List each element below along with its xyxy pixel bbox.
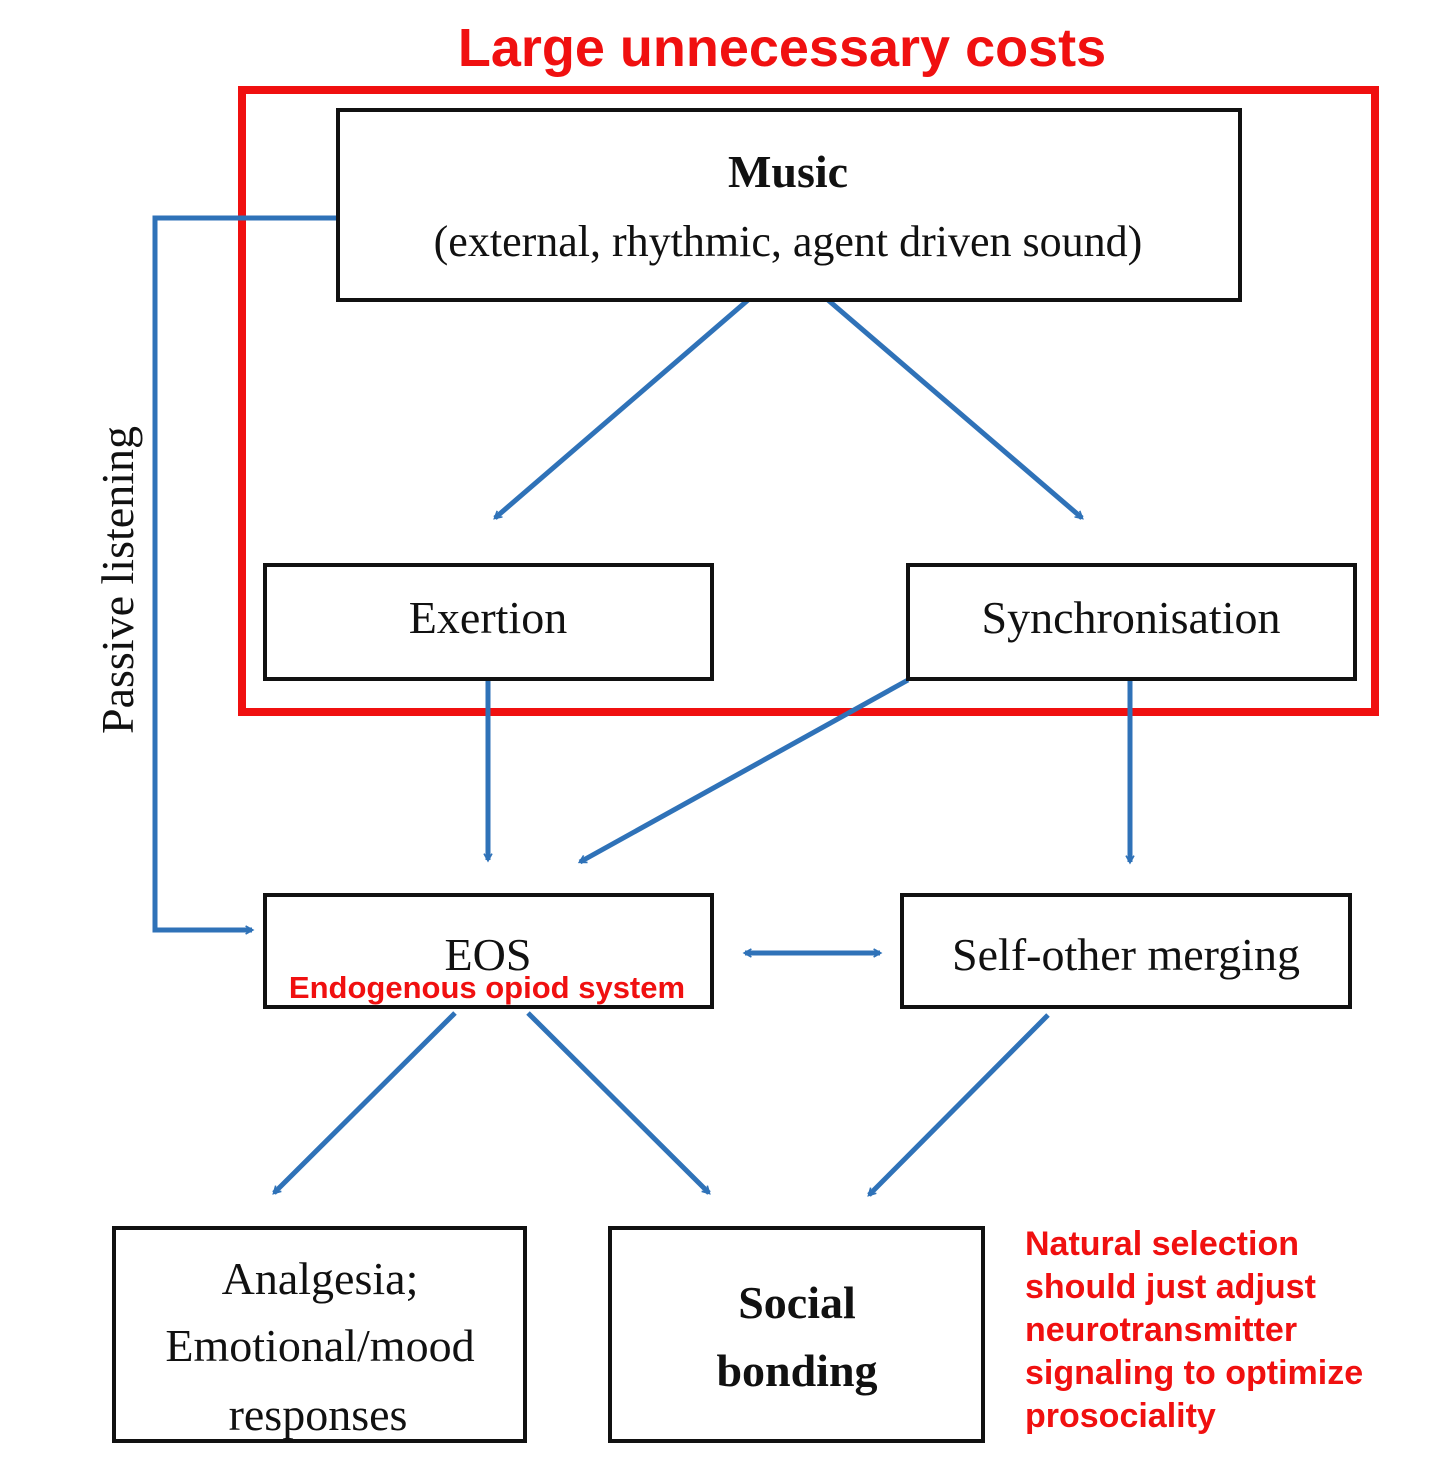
costs-highlight-box [238, 86, 1379, 716]
synchronisation-label: Synchronisation [982, 592, 1281, 643]
node-analgesia: Analgesia; Emotional/mood responses [112, 1226, 527, 1443]
arrow-eos-bonding [526, 1011, 711, 1195]
arrow-eos-analgesia [272, 1011, 457, 1195]
costs-title: Large unnecessary costs [458, 18, 1106, 78]
node-social-bonding: Social bonding [608, 1226, 985, 1443]
node-music: Music (external, rhythmic, agent driven … [336, 108, 1242, 302]
note-line-5: prosociality [1025, 1397, 1216, 1435]
eos-label: EOS [445, 929, 532, 980]
eos-annotation: Endogenous opiod system [289, 970, 685, 1005]
selection-note: Natural selection should just adjust neu… [1025, 1225, 1363, 1435]
arrow-passive-listening [152, 215, 338, 935]
self-other-label: Self-other merging [952, 929, 1300, 980]
analgesia-line-2: Emotional/mood [165, 1320, 474, 1371]
note-line-4: signaling to optimize [1025, 1354, 1363, 1392]
note-line-3: neurotransmitter [1025, 1311, 1297, 1349]
node-exertion: Exertion [263, 563, 714, 681]
arrow-self-other-bonding [867, 1013, 1050, 1197]
analgesia-line-1: Analgesia; [222, 1253, 419, 1304]
social-bonding-line-2: bonding [716, 1345, 877, 1396]
arrow-sync-eos [577, 677, 910, 865]
exertion-label: Exertion [409, 592, 567, 643]
music-subtitle: (external, rhythmic, agent driven sound) [434, 217, 1143, 266]
arrows [152, 215, 1135, 1197]
node-eos: EOS Endogenous opiod system [263, 893, 714, 1009]
arrow-music-sync [826, 298, 1084, 520]
analgesia-line-3: responses [229, 1389, 408, 1440]
social-bonding-line-1: Social [738, 1277, 856, 1328]
passive-listening-label: Passive listening [92, 426, 143, 734]
node-self-other-merging: Self-other merging [900, 893, 1352, 1009]
arrow-music-exertion [493, 298, 750, 520]
note-line-1: Natural selection [1025, 1225, 1299, 1263]
note-line-2: should just adjust [1025, 1268, 1316, 1306]
music-title: Music [728, 146, 848, 197]
node-synchronisation: Synchronisation [906, 563, 1357, 681]
